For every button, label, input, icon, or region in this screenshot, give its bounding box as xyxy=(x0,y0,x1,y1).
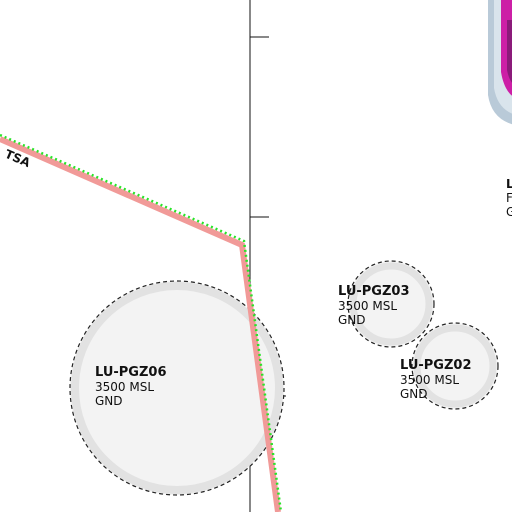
offscreen-zone-lower-limit: G xyxy=(506,205,512,219)
zone-pgz06[interactable] xyxy=(69,280,285,496)
zone-pgz06-boundary xyxy=(69,280,285,496)
zone-pgz06-upper-limit: 3500 MSL xyxy=(95,380,155,394)
zone-pgz02-label: LU-PGZ02 3500 MSL GND xyxy=(400,358,472,402)
zone-pgz03-label: LU-PGZ03 3500 MSL GND xyxy=(338,284,410,328)
zone-pgz02-area xyxy=(412,323,498,409)
restricted-area-core xyxy=(507,20,512,83)
zone-pgz06-lower-limit: GND xyxy=(95,394,123,408)
tsa-boundary-dots xyxy=(0,133,283,512)
zone-pgz02[interactable] xyxy=(411,322,499,410)
offscreen-zone-upper-limit: F xyxy=(506,191,512,205)
zone-pgz02-lower-limit: GND xyxy=(400,387,428,401)
zone-pgz02-upper-limit: 3500 MSL xyxy=(400,373,460,387)
zone-pgz03-ring xyxy=(349,262,433,346)
zone-pgz03-boundary xyxy=(347,260,435,348)
zone-pgz02-boundary xyxy=(411,322,499,410)
zone-pgz06-label: LU-PGZ06 3500 MSL GND xyxy=(95,365,167,409)
tsa-boundary-line xyxy=(0,136,281,512)
zone-pgz03-name: LU-PGZ03 xyxy=(338,284,410,299)
offscreen-zone-label: L F G xyxy=(506,177,512,219)
zone-pgz06-ring xyxy=(71,282,283,494)
zone-pgz02-name: LU-PGZ02 xyxy=(400,358,472,373)
zone-pgz06-area xyxy=(70,281,284,495)
restricted-area[interactable] xyxy=(488,0,512,126)
offscreen-zone-name: L xyxy=(506,177,512,191)
zone-pgz03-area xyxy=(348,261,434,347)
zone-pgz06-name: LU-PGZ06 xyxy=(95,365,167,380)
zone-pgz02-ring xyxy=(413,324,497,408)
zone-pgz03-upper-limit: 3500 MSL xyxy=(338,299,398,313)
zone-pgz03[interactable] xyxy=(347,260,435,348)
zone-pgz03-lower-limit: GND xyxy=(338,313,366,327)
